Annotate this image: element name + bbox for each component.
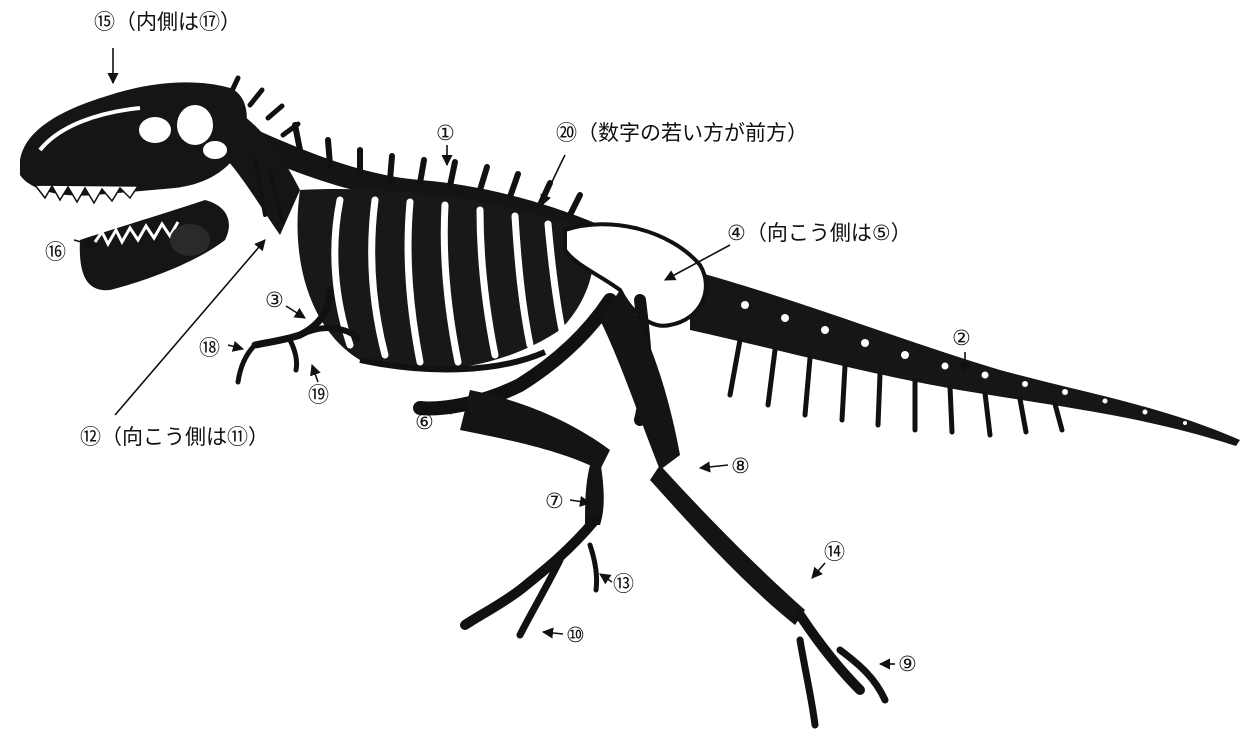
label-10: ⑩ — [566, 623, 585, 647]
label-6: ⑥ — [415, 410, 434, 434]
label-19: ⑲ — [308, 383, 329, 407]
label-13: ⑬ — [613, 572, 634, 596]
label-2: ② — [952, 326, 971, 350]
label-4: ④（向こう側は⑤） — [727, 221, 912, 245]
far-hindlimb — [460, 390, 610, 635]
label-8: ⑧ — [731, 454, 750, 478]
label-9: ⑨ — [898, 652, 917, 676]
label-12: ⑫（向こう側は⑪） — [80, 425, 269, 449]
label-20: ⑳（数字の若い方が前方） — [556, 121, 808, 145]
label-3: ③ — [265, 288, 284, 312]
label-7: ⑦ — [545, 489, 564, 513]
label-14: ⑭ — [824, 540, 845, 564]
label-18: ⑱ — [199, 336, 220, 360]
label-16: ⑯ — [45, 240, 66, 264]
label-1: ① — [436, 121, 455, 145]
label-15: ⑮（内側は⑰） — [94, 10, 241, 34]
